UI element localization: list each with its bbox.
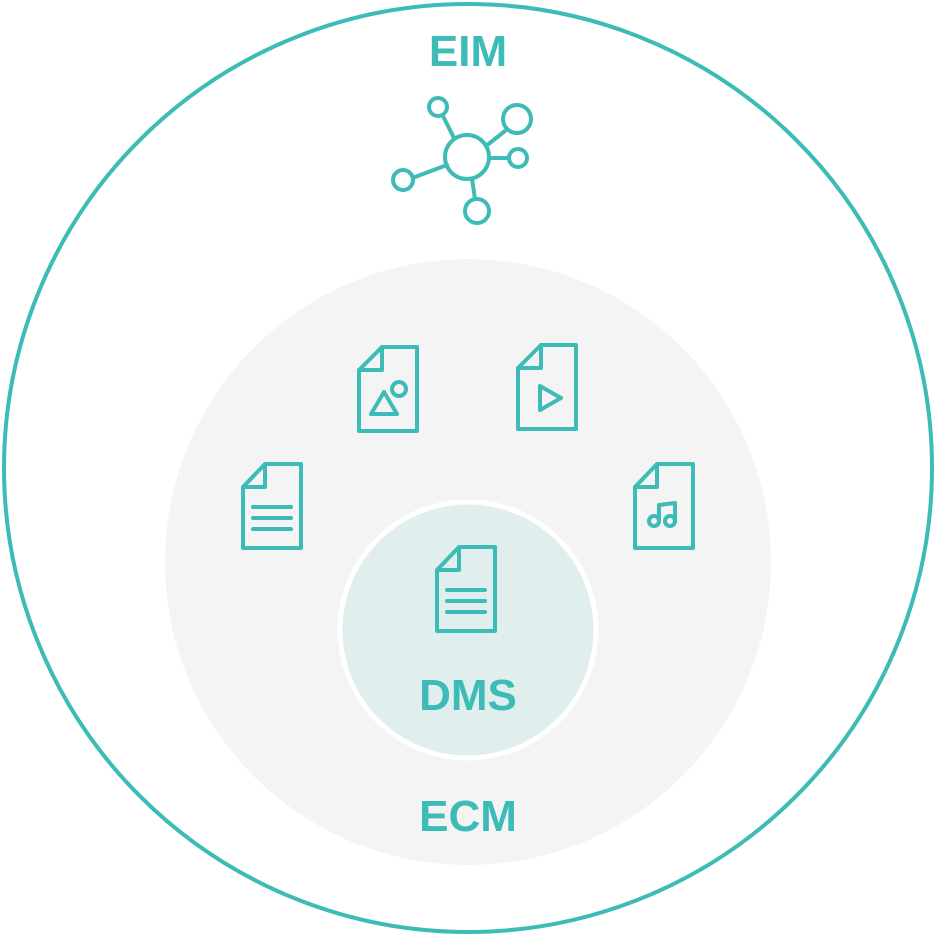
eim-label: EIM — [429, 27, 507, 76]
document-icon — [435, 545, 497, 633]
network-hub-icon — [391, 96, 533, 225]
dms-label: DMS — [419, 671, 517, 720]
video-file-icon — [516, 343, 578, 431]
text-file-icon — [241, 462, 303, 550]
audio-file-icon — [633, 462, 695, 550]
image-file-icon — [357, 345, 419, 433]
ecm-label: ECM — [419, 792, 517, 841]
